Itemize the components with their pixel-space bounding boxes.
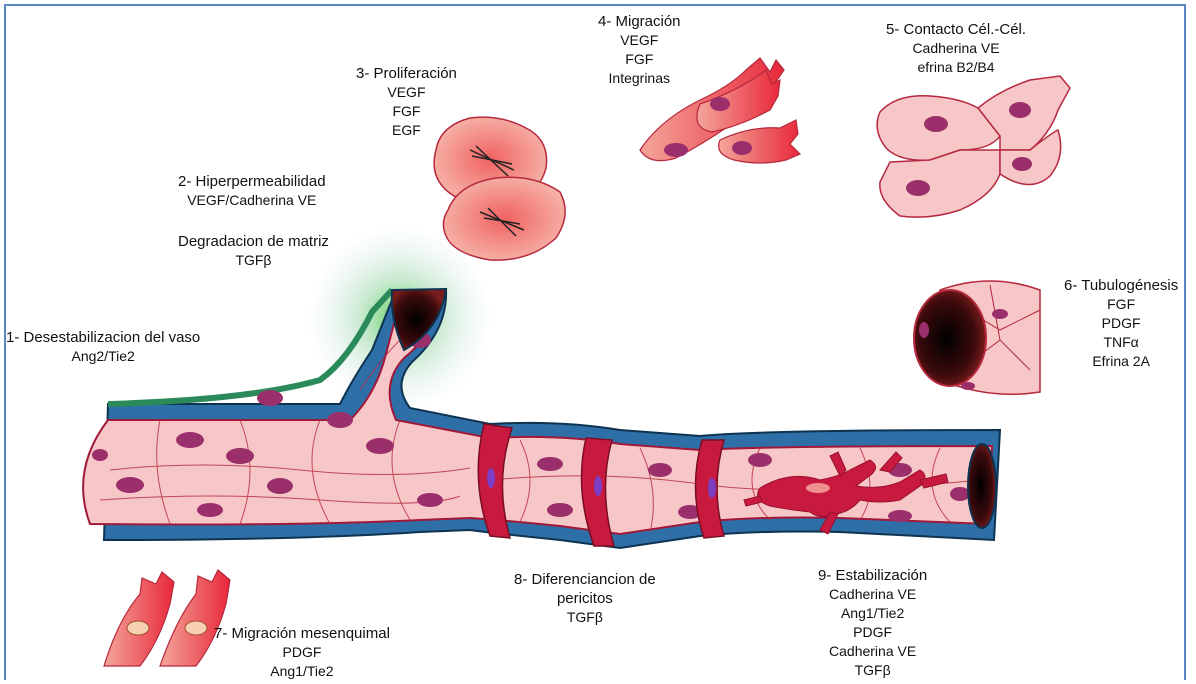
step3-title: 3- Proliferación [356, 64, 457, 83]
contacting-cells [877, 76, 1070, 217]
step7-title: 7- Migración mesenquimal [214, 624, 390, 643]
step3-item: FGF [356, 102, 457, 121]
step1-item: Ang2/Tie2 [6, 347, 200, 366]
step4-item: FGF [598, 50, 681, 69]
step8-title: 8- Diferenciancion de [514, 570, 656, 589]
step6-item: FGF [1064, 295, 1178, 314]
step6-label: 6- Tubulogénesis FGF PDGF TNFα Efrina 2A [1064, 276, 1178, 371]
step3-item: EGF [356, 121, 457, 140]
step9-label: 9- Estabilización Cadherina VE Ang1/Tie2… [818, 566, 927, 680]
step2-title: 2- Hiperpermeabilidad [178, 172, 326, 191]
step6-item: TNFα [1064, 333, 1178, 352]
step9-title: 9- Estabilización [818, 566, 927, 585]
step6-item: PDGF [1064, 314, 1178, 333]
degradation-label: Degradacion de matriz TGFβ [178, 232, 329, 270]
step4-title: 4- Migración [598, 12, 681, 31]
step4-item: VEGF [598, 31, 681, 50]
step5-label: 5- Contacto Cél.-Cél. Cadherina VE efrin… [886, 20, 1026, 77]
step8-title-line2: pericitos [514, 589, 656, 608]
vessel-lumen [968, 444, 996, 528]
tube-structure [914, 281, 1040, 394]
step7-item: Ang1/Tie2 [214, 662, 390, 681]
step9-item: Cadherina VE [818, 585, 927, 604]
mesenchymal-cells [104, 570, 230, 666]
step5-item: efrina B2/B4 [886, 58, 1026, 77]
step7-item: PDGF [214, 643, 390, 662]
step9-item: PDGF [818, 623, 927, 642]
step4-label: 4- Migración VEGF FGF Integrinas [598, 12, 681, 88]
step3-item: VEGF [356, 83, 457, 102]
step7-label: 7- Migración mesenquimal PDGF Ang1/Tie2 [214, 624, 390, 681]
step9-item: TGFβ [818, 661, 927, 680]
step4-item: Integrinas [598, 69, 681, 88]
step1-label: 1- Desestabilizacion del vaso Ang2/Tie2 [6, 328, 200, 366]
step5-item: Cadherina VE [886, 39, 1026, 58]
step6-item: Efrina 2A [1064, 352, 1178, 371]
step5-title: 5- Contacto Cél.-Cél. [886, 20, 1026, 39]
step8-label: 8- Diferenciancion de pericitos TGFβ [514, 570, 656, 627]
step6-title: 6- Tubulogénesis [1064, 276, 1178, 295]
degradation-title: Degradacion de matriz [178, 232, 329, 251]
step2-item: VEGF/Cadherina VE [178, 191, 326, 210]
degradation-item: TGFβ [178, 251, 329, 270]
step3-label: 3- Proliferación VEGF FGF EGF [356, 64, 457, 140]
step1-title: 1- Desestabilizacion del vaso [6, 328, 200, 347]
step8-item: TGFβ [514, 608, 656, 627]
step2-label: 2- Hiperpermeabilidad VEGF/Cadherina VE [178, 172, 326, 210]
step9-item: Ang1/Tie2 [818, 604, 927, 623]
step9-item: Cadherina VE [818, 642, 927, 661]
